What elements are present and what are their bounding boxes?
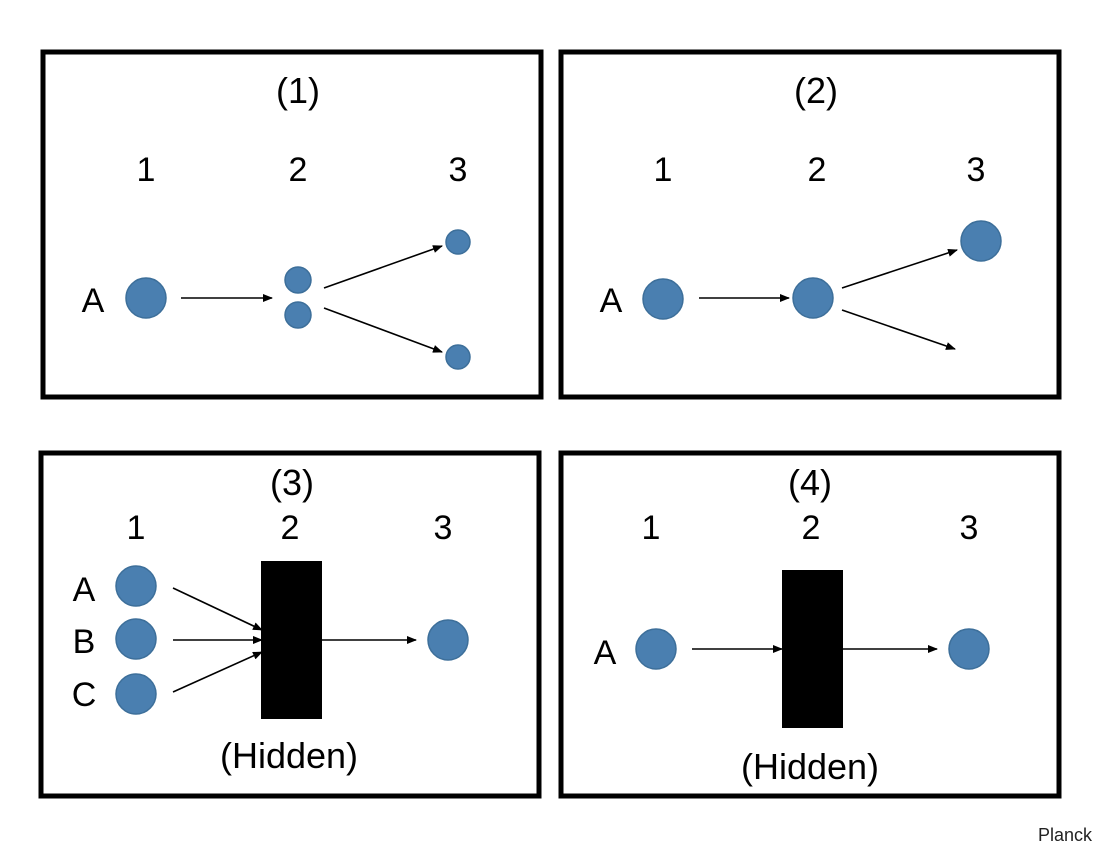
panel-3-hidden-box	[261, 561, 322, 719]
panel-2: (2) 1 2 3 A	[558, 49, 1062, 400]
panel-3-arrow-c-to-hidden	[172, 651, 263, 693]
panel-2-column-2: 2	[808, 151, 827, 189]
panel-3-row-a: A	[73, 571, 96, 609]
panel-4-hidden-box	[782, 570, 843, 728]
panel-4-column-1: 1	[642, 509, 661, 547]
panel-1-node-a	[125, 277, 167, 319]
panel-4-column-2: 2	[802, 509, 821, 547]
panel-4-node-3	[948, 628, 990, 670]
panel-3-column-2: 2	[281, 509, 300, 547]
panel-4-title: (4)	[788, 462, 832, 503]
panel-3-node-b	[115, 618, 157, 660]
panel-2-row-a: A	[600, 282, 623, 320]
panel-3-node-a	[115, 565, 157, 607]
panel-3-node-c	[115, 673, 157, 715]
panel-2-node-a	[642, 278, 684, 320]
credit-label: Planck	[1037, 825, 1092, 845]
panel-1-node-2-bottom	[284, 301, 312, 329]
panel-1-column-1: 1	[137, 151, 156, 189]
panel-1: (1) 1 2 3 A	[40, 49, 544, 400]
panel-3-row-c: C	[72, 676, 97, 714]
panel-2-node-2	[792, 277, 834, 319]
panel-3-hidden-label: (Hidden)	[220, 735, 358, 776]
panel-2-column-3: 3	[967, 151, 986, 189]
panel-3-arrow-a-to-hidden	[172, 587, 263, 631]
panel-1-node-2-top	[284, 266, 312, 294]
panel-1-title: (1)	[276, 70, 320, 111]
panel-3: (3) 1 2 3 A B C (Hidden)	[38, 450, 542, 799]
panel-1-node-3-top	[445, 229, 471, 255]
panel-3-row-b: B	[73, 623, 96, 661]
panel-1-column-3: 3	[449, 151, 468, 189]
panel-2-column-1: 1	[654, 151, 673, 189]
panel-4-row-a: A	[594, 634, 617, 672]
panel-2-arrow-2-to-empty	[841, 309, 956, 350]
panel-2-frame	[558, 49, 1062, 400]
panel-2-arrow-2-to-3-top	[841, 249, 958, 289]
panel-1-column-2: 2	[289, 151, 308, 189]
panel-4-column-3: 3	[960, 509, 979, 547]
panel-3-frame	[38, 450, 542, 799]
panel-1-node-3-bottom	[445, 344, 471, 370]
panel-3-node-3	[427, 619, 469, 661]
panel-1-frame	[40, 49, 544, 400]
panel-4-hidden-label: (Hidden)	[741, 746, 879, 787]
panel-4-frame	[558, 450, 1062, 799]
panel-3-column-1: 1	[127, 509, 146, 547]
panel-4: (4) 1 2 3 A (Hidden)	[558, 450, 1062, 799]
panel-3-title: (3)	[270, 462, 314, 503]
panel-2-title: (2)	[794, 70, 838, 111]
panel-1-row-a: A	[82, 282, 105, 320]
panel-4-node-a	[635, 628, 677, 670]
panel-3-column-3: 3	[434, 509, 453, 547]
panel-1-arrow-2-to-3-bottom	[323, 307, 443, 353]
panel-1-arrow-2-to-3-top	[323, 245, 443, 289]
panel-2-node-3	[960, 220, 1002, 262]
